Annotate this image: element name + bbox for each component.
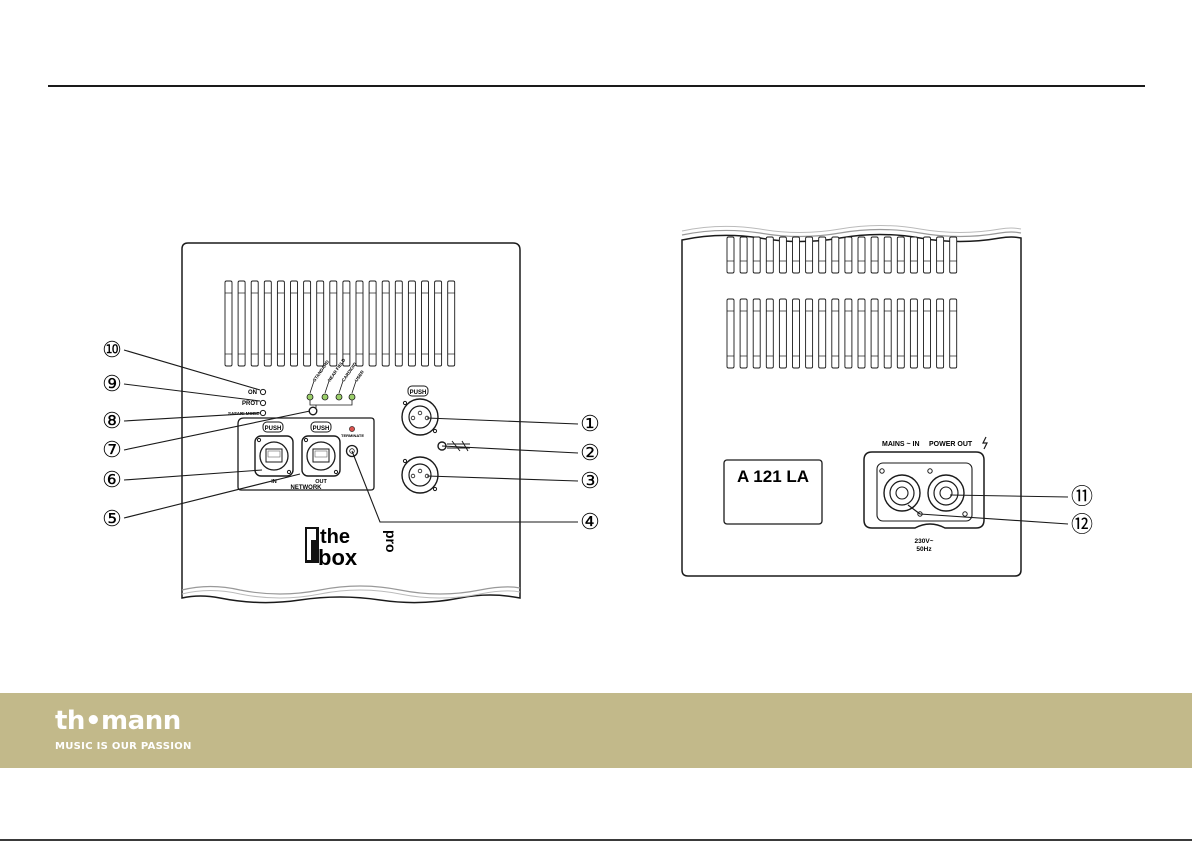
vent-slot xyxy=(871,299,878,368)
callout-10: ⑩ xyxy=(102,337,122,362)
vent-slot xyxy=(448,281,455,366)
callout-4: ④ xyxy=(580,509,600,534)
vent-slot xyxy=(727,237,734,273)
led-label-prot: PROT xyxy=(242,401,259,407)
vent-slot xyxy=(819,299,826,368)
right-panel: A 121 LA MAINS ~ IN POWER OUT 230V~ 50Hz xyxy=(682,226,1021,577)
vent-slot xyxy=(779,237,786,273)
push-label-in: PUSH xyxy=(265,426,282,432)
vent-slot xyxy=(924,237,931,273)
vent-slot xyxy=(950,299,957,368)
vent-slot xyxy=(779,299,786,368)
vent-slot xyxy=(395,281,402,366)
vent-slot xyxy=(740,237,747,273)
vent-slot xyxy=(793,237,800,273)
vent-slot xyxy=(251,281,258,366)
vent-slot xyxy=(832,299,839,368)
vent-slot xyxy=(884,237,891,273)
callout-12: ⑫ xyxy=(1071,512,1093,537)
vent-slot xyxy=(897,299,904,368)
vent-slot xyxy=(382,281,389,366)
mode-led-user xyxy=(349,394,355,400)
brand-box: box xyxy=(318,545,358,570)
vent-slot xyxy=(806,299,813,368)
callout-7: ⑦ xyxy=(102,437,122,462)
vent-slot xyxy=(304,281,311,366)
vent-slot xyxy=(422,281,429,366)
left-panel: ON PROT SAFARI MODE STANDARD NEAR FIELD … xyxy=(182,243,520,603)
terminate-led xyxy=(349,426,354,431)
voltage-label: 230V~ xyxy=(915,538,934,545)
vent-slot xyxy=(832,237,839,273)
vent-slot xyxy=(950,237,957,273)
power-out-label: POWER OUT xyxy=(929,441,973,448)
bottom-rule xyxy=(0,839,1192,841)
network-label: NETWORK xyxy=(291,485,323,491)
mode-select-button[interactable] xyxy=(309,407,317,415)
callout-2: ② xyxy=(580,440,600,465)
callout-5: ⑤ xyxy=(102,506,122,531)
vent-slot xyxy=(277,281,284,366)
led-label-on: ON xyxy=(248,390,257,396)
model-plate-label: A 121 LA xyxy=(737,467,809,486)
vent-slot xyxy=(897,237,904,273)
vent-slot xyxy=(740,299,747,368)
vent-slot xyxy=(858,299,865,368)
callout-3: ③ xyxy=(580,468,600,493)
vent-slot xyxy=(408,281,415,366)
led-prot xyxy=(260,400,265,405)
vent-slot xyxy=(819,237,826,273)
mode-led-cardioid xyxy=(336,394,342,400)
vent-slot xyxy=(330,281,337,366)
led-on xyxy=(260,389,265,394)
vent-slot xyxy=(793,299,800,368)
vent-slot xyxy=(225,281,232,366)
callout-6: ⑥ xyxy=(102,467,122,492)
vent-slot xyxy=(845,299,852,368)
vent-slot xyxy=(910,299,917,368)
callout-1: ① xyxy=(580,411,600,436)
vent-slot xyxy=(291,281,298,366)
callout-9: ⑨ xyxy=(102,371,122,396)
mode-led-near-field xyxy=(322,394,328,400)
vent-slot xyxy=(871,237,878,273)
callout-8: ⑧ xyxy=(102,408,122,433)
vent-slot xyxy=(727,299,734,368)
vent-slot xyxy=(356,281,363,366)
vent-slot xyxy=(806,237,813,273)
vent-slot xyxy=(937,237,944,273)
vent-slot xyxy=(369,281,376,366)
vent-slot xyxy=(858,237,865,273)
freq-label: 50Hz xyxy=(916,546,932,553)
brand-pro: pro xyxy=(383,530,399,553)
mains-in-label: MAINS ~ IN xyxy=(882,441,920,448)
vent-slot xyxy=(937,299,944,368)
mode-led-standard xyxy=(307,394,313,400)
push-label-xlr: PUSH xyxy=(410,390,427,396)
vent-slot xyxy=(910,237,917,273)
vent-slot xyxy=(753,237,760,273)
vent-slot xyxy=(317,281,324,366)
thomann-tagline: MUSIC IS OUR PASSION xyxy=(55,741,192,752)
thomann-logo[interactable]: th•mann xyxy=(55,706,181,736)
vent-slot xyxy=(435,281,442,366)
vent-slot xyxy=(766,299,773,368)
vent-slot xyxy=(766,237,773,273)
vent-slot xyxy=(884,299,891,368)
vent-slot xyxy=(845,237,852,273)
vent-slot xyxy=(343,281,350,366)
vent-slot xyxy=(924,299,931,368)
vent-slot xyxy=(753,299,760,368)
vent-slot xyxy=(238,281,245,366)
push-label-out: PUSH xyxy=(313,426,330,432)
terminate-label: TERMINATE xyxy=(341,433,364,438)
led-safari xyxy=(260,410,265,415)
callout-11: ⑪ xyxy=(1071,484,1093,509)
vent-slot xyxy=(264,281,271,366)
